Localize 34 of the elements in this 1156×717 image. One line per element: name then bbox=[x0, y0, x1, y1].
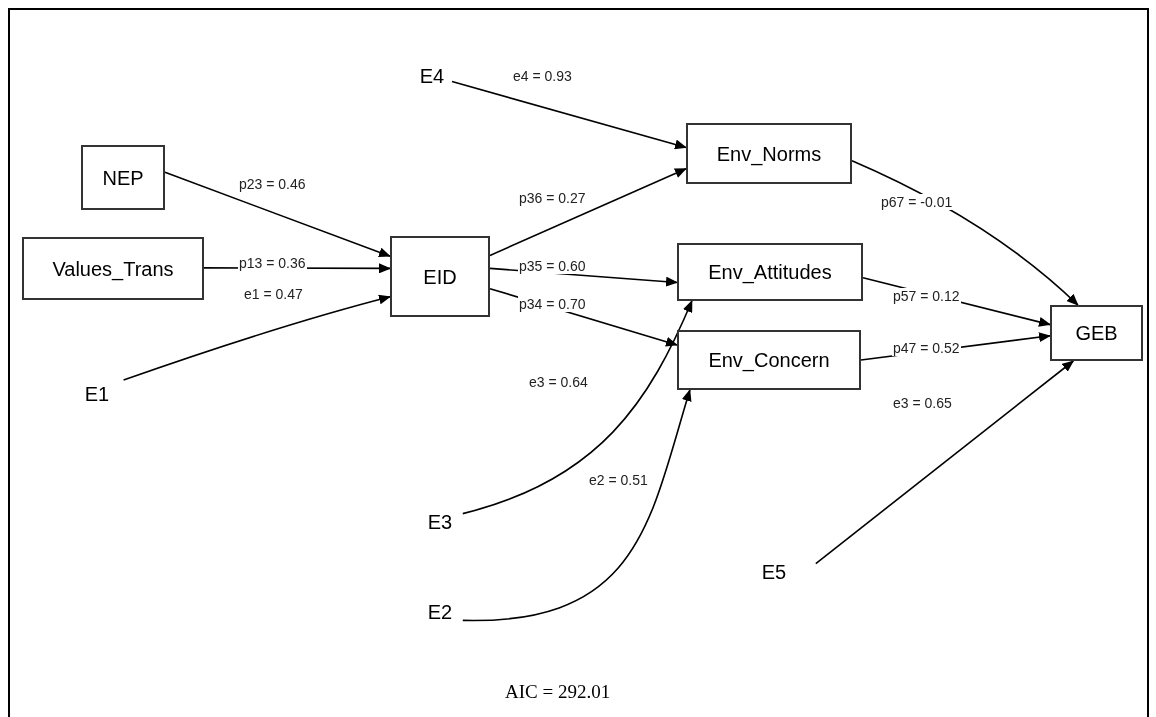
edge-label: p36 = 0.27 bbox=[518, 190, 587, 206]
fit-statistic: AIC = 292.01 bbox=[505, 680, 611, 704]
arrow bbox=[489, 167, 687, 257]
edge-label: e4 = 0.93 bbox=[512, 68, 573, 84]
arrow bbox=[851, 160, 1079, 306]
variable-label: E5 bbox=[755, 558, 793, 586]
variable-box: Env_Concern bbox=[677, 330, 861, 390]
variable-box: GEB bbox=[1050, 305, 1143, 361]
variable-label: E1 bbox=[78, 380, 116, 408]
variable-box: Values_Trans bbox=[22, 237, 204, 300]
edge-label: p23 = 0.46 bbox=[238, 176, 307, 192]
edge-label: p34 = 0.70 bbox=[518, 296, 587, 312]
edge-label: e1 = 0.47 bbox=[243, 286, 304, 302]
arrow bbox=[462, 300, 693, 515]
arrow bbox=[451, 80, 687, 150]
edge-label: e2 = 0.51 bbox=[588, 472, 649, 488]
arrow bbox=[122, 294, 391, 381]
variable-label: E4 bbox=[412, 62, 452, 90]
edge-label: p35 = 0.60 bbox=[518, 258, 587, 274]
variable-box: NEP bbox=[81, 145, 165, 210]
variable-label: E2 bbox=[421, 598, 459, 626]
edge-label: p47 = 0.52 bbox=[892, 340, 961, 356]
variable-box: Env_Attitudes bbox=[677, 243, 863, 301]
edge-label: e3 = 0.64 bbox=[528, 374, 589, 390]
arrow bbox=[462, 389, 692, 622]
edge-label: p67 = -0.01 bbox=[880, 194, 954, 210]
variable-box: Env_Norms bbox=[686, 123, 852, 184]
variable-box: EID bbox=[390, 236, 490, 317]
arrow bbox=[164, 171, 391, 258]
arrow bbox=[815, 360, 1075, 565]
edge-label: e3 = 0.65 bbox=[892, 395, 953, 411]
edge-label: p57 = 0.12 bbox=[892, 288, 961, 304]
edge-label: p13 = 0.36 bbox=[238, 255, 307, 271]
variable-label: E3 bbox=[421, 508, 459, 536]
